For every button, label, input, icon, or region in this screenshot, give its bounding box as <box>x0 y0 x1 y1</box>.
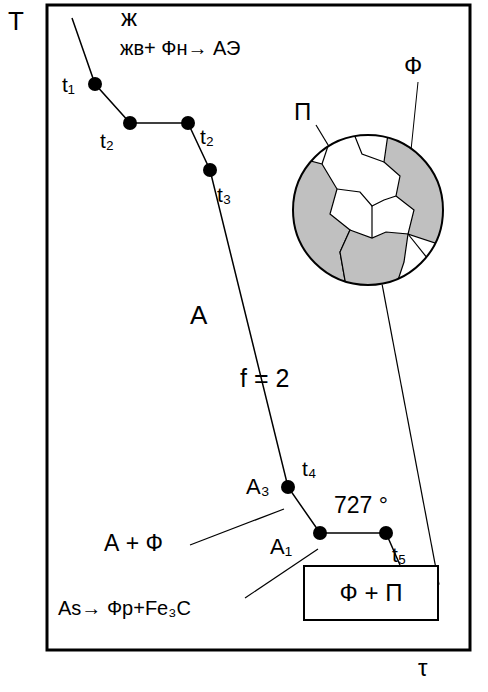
curve-label: жв+ Фн→ АЭ <box>120 38 240 58</box>
curve-label: ж <box>121 6 137 30</box>
curve-label: f = 2 <box>240 366 289 391</box>
curve-label: А₁ <box>270 536 292 558</box>
phase-name: П <box>294 100 311 124</box>
frame <box>47 5 470 650</box>
microstructure <box>292 134 444 286</box>
curve-label: Аs→ Фр+Fe₃C <box>58 598 191 618</box>
curve-label: τ <box>418 656 427 680</box>
curve-label: А <box>190 302 207 328</box>
curve-label: t₃ <box>217 184 231 205</box>
curve-label: А + Ф <box>104 532 163 555</box>
curve-label: А₃ <box>246 476 270 498</box>
leader-connector <box>382 285 439 585</box>
curve-label: 727 ° <box>334 494 388 517</box>
curve-label: T <box>8 8 24 34</box>
phase-box: Ф + П <box>303 565 439 621</box>
microstructure-circle: ФП <box>292 134 444 286</box>
curve-label: t₂ <box>100 130 114 151</box>
curve-label: t₁ <box>62 74 75 95</box>
curve-label: t₅ <box>392 544 406 565</box>
phase-name: Ф <box>404 54 422 78</box>
curve-label: t₂ <box>200 126 214 147</box>
cooling-line <box>72 18 400 565</box>
leader-line <box>190 509 284 545</box>
curve-label: t₄ <box>302 458 316 479</box>
phase-text: Ф + П <box>340 581 403 605</box>
